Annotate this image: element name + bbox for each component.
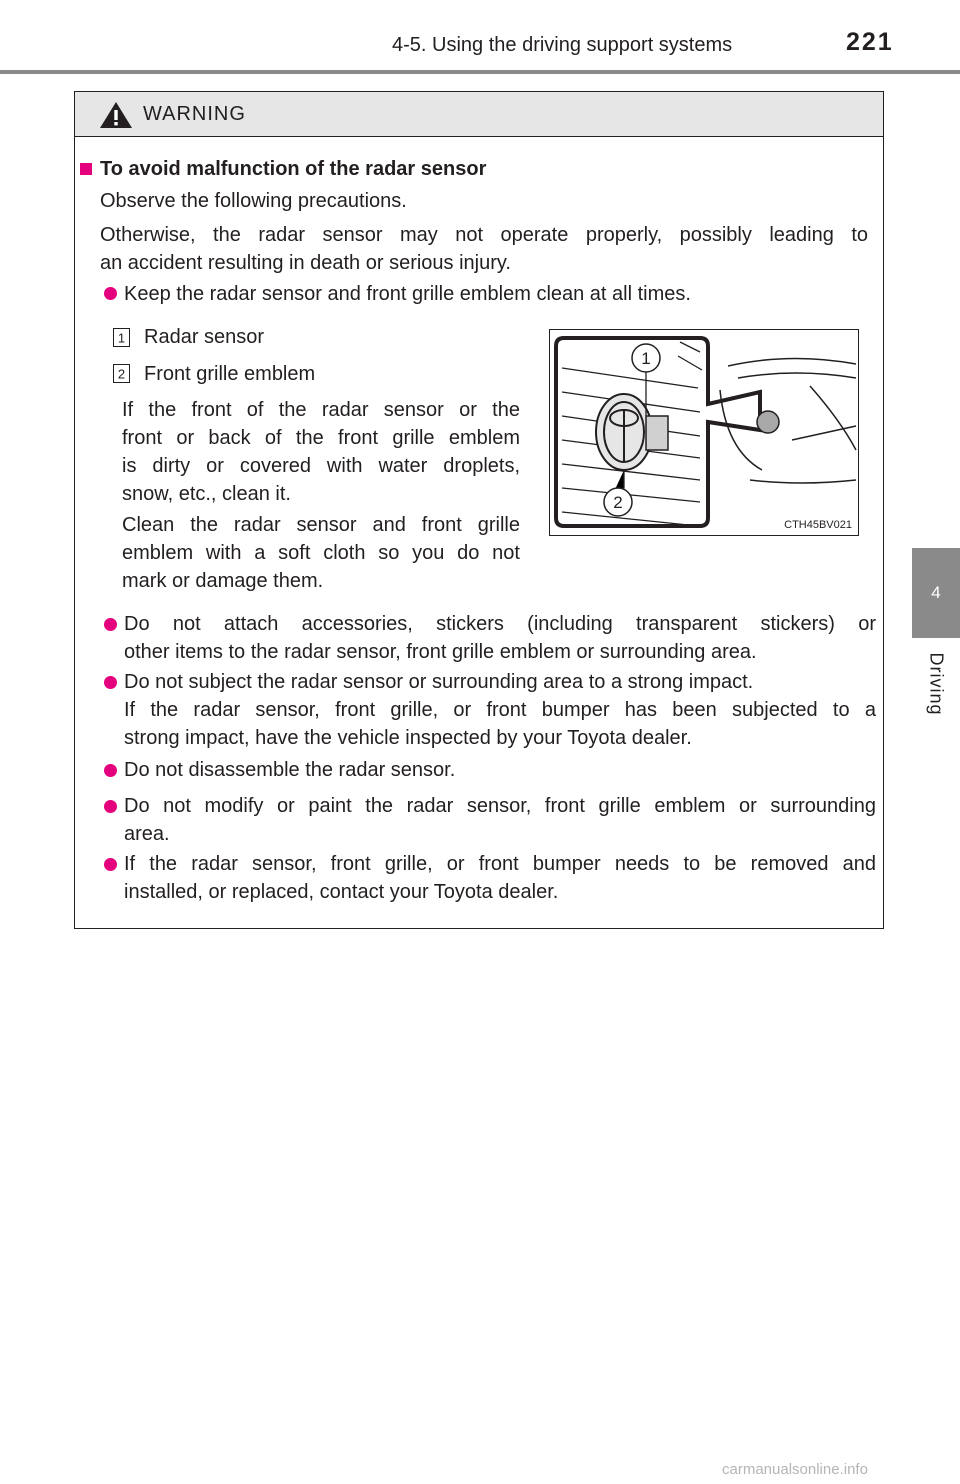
clean-para-1-line-2: front or back of the front grille emblem [122, 427, 520, 449]
grille-illustration: 1 2 [554, 336, 857, 528]
callout-2-label: Front grille emblem [144, 363, 316, 385]
callout-1-icon: 1 [113, 328, 130, 347]
callout-1-number: 1 [118, 331, 125, 346]
bullet-6-line-2: installed, or replaced, contact your Toy… [124, 881, 559, 903]
watermark: carmanualsonline.info [722, 1461, 868, 1478]
chapter-label-text: Driving [926, 652, 947, 716]
bullet-5-line-1: Do not modify or paint the radar sensor,… [124, 795, 876, 817]
bullet-dot [104, 764, 117, 777]
bullet-dot [104, 618, 117, 631]
chapter-tab: 4 [912, 548, 960, 638]
intro-line-2b: an accident resulting in death or seriou… [100, 252, 511, 274]
callout-1-label: Radar sensor [144, 326, 265, 348]
bullet-dot [104, 800, 117, 813]
chapter-label: Driving [912, 644, 960, 724]
page-number: 221 [846, 28, 894, 56]
bullet-4-text: Do not disassemble the radar sensor. [124, 759, 456, 781]
callout-2-number: 2 [118, 367, 125, 382]
intro-line-2a: Otherwise, the radar sensor may not oper… [100, 224, 868, 246]
section-title: 4-5. Using the driving support systems [392, 34, 733, 56]
bullet-dot [104, 858, 117, 871]
bullet-1-text: Keep the radar sensor and front grille e… [124, 283, 691, 305]
bullet-3-line-2: If the radar sensor, front grille, or fr… [124, 699, 876, 721]
bullet-dot [104, 287, 117, 300]
bullet-dot [104, 676, 117, 689]
clean-para-2-line-2: emblem with a soft cloth so you do not [122, 542, 520, 564]
marker-1: 1 [641, 349, 650, 368]
warning-box: WARNING [74, 91, 884, 929]
radar-sensor-shape [645, 415, 669, 451]
warning-heading: To avoid malfunction of the radar sensor [100, 158, 487, 180]
clean-para-1-line-3: is dirty or covered with water droplets, [122, 455, 520, 477]
warning-header: WARNING [75, 92, 883, 137]
intro-line-1: Observe the following precautions. [100, 190, 407, 212]
marker-2-circle [603, 487, 633, 517]
bullet-5-line-2: area. [124, 823, 170, 845]
clean-para-2-line-3: mark or damage them. [122, 570, 324, 592]
clean-para-1-line-1: If the front of the radar sensor or the [122, 399, 520, 421]
bullet-2-line-1: Do not attach accessories, stickers (inc… [124, 613, 876, 635]
marker-2: 2 [613, 493, 622, 512]
clean-para-2-line-1: Clean the radar sensor and front grille [122, 514, 520, 536]
clean-para-1-line-4: snow, etc., clean it. [122, 483, 291, 505]
bullet-6-line-1: If the radar sensor, front grille, or fr… [124, 853, 876, 875]
chapter-number: 4 [931, 583, 941, 602]
heading-square-icon [80, 163, 92, 175]
radar-sensor-figure: 1 2 CTH45BV021 [549, 329, 859, 536]
warning-triangle-icon [100, 102, 132, 128]
warning-label: WARNING [143, 103, 246, 125]
bullet-2-line-2: other items to the radar sensor, front g… [124, 641, 757, 663]
sensor-dot [756, 410, 780, 434]
inset-frame [554, 336, 762, 528]
figure-code: CTH45BV021 [784, 519, 852, 531]
bullet-3-line-3: strong impact, have the vehicle inspecte… [124, 727, 692, 749]
callout-2-icon: 2 [113, 364, 130, 383]
header-rule [0, 70, 960, 74]
bullet-3-line-1: Do not subject the radar sensor or surro… [124, 671, 754, 693]
